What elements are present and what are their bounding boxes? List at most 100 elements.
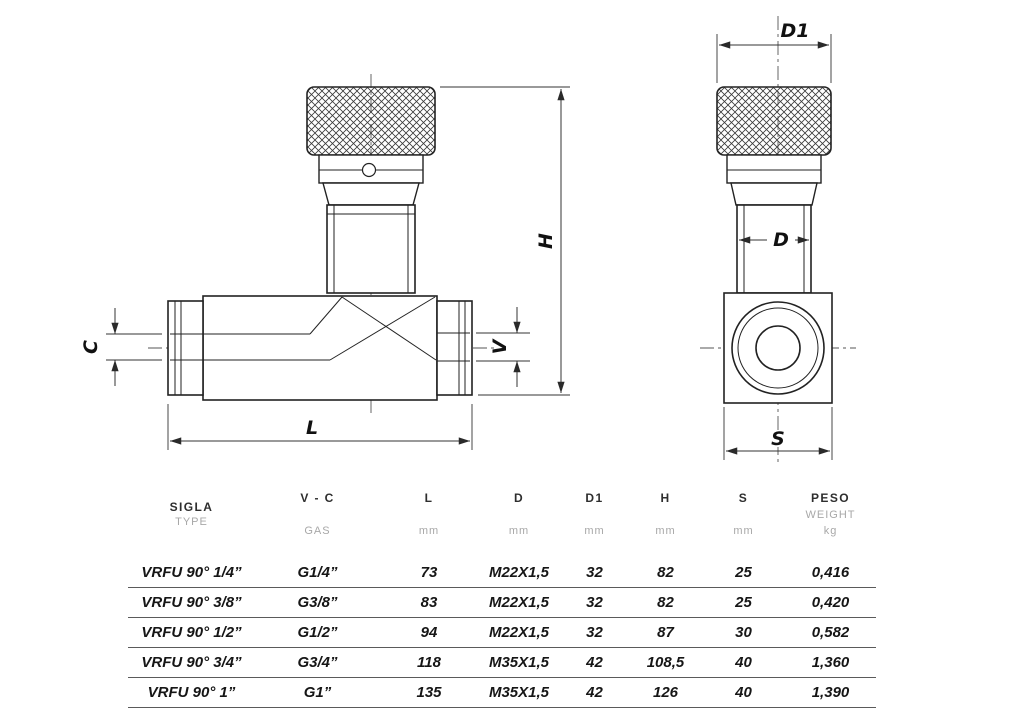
- dim-label-d1: D1: [781, 20, 810, 42]
- cell-s: 40: [735, 654, 752, 671]
- cell-d: M22X1,5: [488, 564, 550, 581]
- cell-l: 135: [416, 684, 442, 701]
- cell-vc: G1/4”: [297, 564, 338, 581]
- spec-table: SIGLA TYPE V - C GAS L mm D mm D1 mm H m…: [128, 490, 876, 708]
- dimension-v: V: [476, 307, 530, 387]
- col-header-d: D mm: [478, 490, 560, 538]
- cell-sigla: VRFU 90° 3/4”: [141, 654, 242, 671]
- header-label: D1: [585, 491, 604, 505]
- dimension-c: C: [80, 308, 162, 386]
- header-label: V - C: [300, 491, 335, 505]
- col-header-h: H mm: [629, 490, 702, 538]
- col-header-d1: D1 mm: [560, 490, 629, 538]
- set-screw: [361, 162, 377, 178]
- cell-sigla: VRFU 90° 1”: [147, 684, 236, 701]
- header-label: L: [424, 491, 434, 505]
- cell-d1: 32: [586, 594, 603, 611]
- valve-body: [202, 295, 438, 401]
- valve-body: [723, 292, 833, 404]
- header-sublabel: mm: [508, 525, 530, 537]
- dim-label-l: L: [306, 417, 318, 439]
- table-row: VRFU 90° 1/2” G1/2” 94 M22X1,5 32 87 30 …: [128, 618, 876, 648]
- threaded-stem: [326, 204, 416, 294]
- right-port: [436, 300, 473, 396]
- dim-label-d: D: [773, 229, 789, 251]
- cell-vc: G3/8”: [297, 594, 338, 611]
- table-body: VRFU 90° 1/4” G1/4” 73 M22X1,5 32 82 25 …: [128, 558, 876, 708]
- header-label: S: [738, 491, 749, 505]
- front-view: C V L H: [80, 74, 570, 450]
- table-row: VRFU 90° 3/4” G3/4” 118 M35X1,5 42 108,5…: [128, 648, 876, 678]
- header-label: D: [513, 491, 525, 505]
- cell-d1: 32: [586, 564, 603, 581]
- cell-d: M35X1,5: [488, 684, 550, 701]
- cell-d1: 42: [586, 654, 603, 671]
- cell-vc: G3/4”: [297, 654, 338, 671]
- cell-l: 83: [420, 594, 438, 611]
- collar: [730, 182, 818, 206]
- col-header-sigla: SIGLA TYPE: [128, 490, 255, 538]
- header-sublabel: mm: [655, 525, 676, 537]
- cell-h: 108,5: [646, 654, 685, 671]
- knurled-knob: [716, 86, 832, 156]
- cell-vc: G1/2”: [297, 624, 338, 641]
- cell-h: 87: [657, 624, 674, 641]
- header-sublabel: GAS: [304, 525, 331, 537]
- header-sublabel: mm: [584, 525, 605, 537]
- dimension-s: S: [723, 407, 833, 460]
- col-header-vc: V - C GAS: [255, 490, 380, 538]
- cell-peso: 0,582: [811, 624, 850, 641]
- dimension-d: D: [739, 229, 809, 251]
- cell-h: 126: [652, 684, 679, 701]
- header-label: PESO: [811, 491, 850, 505]
- cell-s: 40: [735, 684, 752, 701]
- cell-d: M35X1,5: [488, 654, 550, 671]
- side-view: D1 D S: [700, 16, 856, 464]
- dim-label-h: H: [535, 233, 557, 249]
- technical-drawing: C V L H: [80, 16, 856, 464]
- cell-s: 30: [735, 624, 752, 641]
- header-label: SIGLA: [169, 500, 214, 514]
- header-sublabel: mm: [733, 525, 754, 537]
- port-outer-circle: [731, 301, 825, 395]
- table-row: VRFU 90° 3/8” G3/8” 83 M22X1,5 32 82 25 …: [128, 588, 876, 618]
- dimension-l: L: [167, 404, 473, 450]
- knurled-knob: [306, 86, 436, 156]
- port-inner-circle: [755, 325, 801, 371]
- cell-sigla: VRFU 90° 1/4”: [141, 564, 242, 581]
- cell-d: M22X1,5: [488, 624, 550, 641]
- col-header-peso: PESO WEIGHT kg: [785, 490, 876, 538]
- cell-d: M22X1,5: [488, 594, 550, 611]
- cell-peso: 0,420: [811, 594, 850, 611]
- header-sublabel: TYPE: [175, 516, 208, 528]
- cell-s: 25: [735, 564, 752, 581]
- cell-h: 82: [657, 564, 674, 581]
- table-row: VRFU 90° 1” G1” 135 M35X1,5 42 126 40 1,…: [128, 678, 876, 708]
- cell-l: 94: [420, 624, 438, 641]
- cell-h: 82: [657, 594, 674, 611]
- cell-l: 73: [420, 564, 438, 581]
- cell-d1: 32: [586, 624, 603, 641]
- cell-peso: 0,416: [811, 564, 850, 581]
- table-row: VRFU 90° 1/4” G1/4” 73 M22X1,5 32 82 25 …: [128, 558, 876, 588]
- col-header-l: L mm: [380, 490, 478, 538]
- dim-label-c: C: [80, 340, 102, 354]
- cell-peso: 1,360: [811, 654, 850, 671]
- cell-sigla: VRFU 90° 1/2”: [141, 624, 242, 641]
- col-header-s: S mm: [702, 490, 785, 538]
- dim-label-v: V: [489, 338, 511, 354]
- cell-peso: 1,390: [811, 684, 850, 701]
- left-port: [167, 300, 204, 396]
- cell-sigla: VRFU 90° 3/8”: [141, 594, 242, 611]
- cell-d1: 42: [586, 684, 603, 701]
- table-header-row: SIGLA TYPE V - C GAS L mm D mm D1 mm H m…: [128, 490, 876, 538]
- port-mid-circle: [737, 307, 819, 389]
- collar: [322, 182, 420, 206]
- header-label: H: [660, 491, 671, 505]
- header-sublabel: WEIGHT: [805, 509, 856, 521]
- cell-vc: G1”: [303, 684, 332, 701]
- dimension-d1: D1: [716, 20, 832, 83]
- header-unit: kg: [823, 525, 838, 537]
- locknut: [726, 154, 822, 184]
